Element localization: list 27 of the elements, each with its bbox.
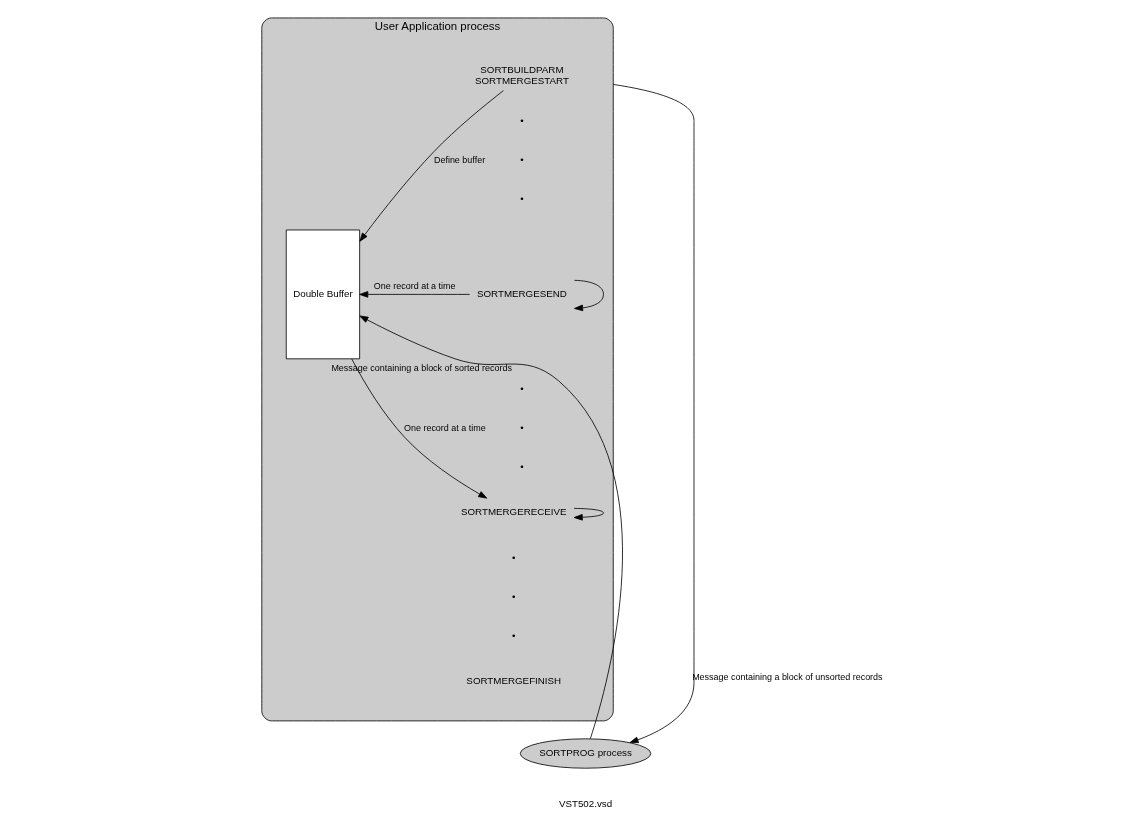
node-text: SORTMERGESEND	[476, 287, 567, 299]
edge-label: Define buffer	[433, 154, 486, 165]
arrow	[573, 507, 604, 521]
arrow	[612, 84, 695, 744]
label: •	[520, 192, 524, 204]
edge-label: Message containing a block of unsorted records	[692, 671, 883, 682]
node-text: SORTMERGERECEIVE	[460, 506, 567, 518]
label: •	[520, 114, 524, 126]
edge-label: Message containing a block of sorted records	[331, 363, 512, 374]
edge-label: One record at a time	[403, 422, 486, 433]
node-text: SORTMERGEFINISH	[466, 675, 562, 687]
arrow	[351, 358, 488, 499]
label: •	[520, 382, 524, 394]
label: VST502.vsd	[558, 798, 613, 810]
label: •	[512, 630, 516, 642]
label: •	[512, 590, 516, 602]
edge-label: One record at a time	[373, 281, 456, 292]
label: •	[512, 551, 516, 563]
node-text: SORTBUILDPARM SORTMERGESTART	[474, 64, 569, 86]
label: •	[520, 461, 524, 473]
label: •	[520, 422, 524, 434]
arrow	[359, 291, 471, 298]
label: •	[520, 153, 524, 165]
arrow	[574, 279, 604, 312]
node-box: Double Buffer	[285, 229, 361, 360]
arrow	[359, 315, 623, 739]
arrow	[359, 90, 504, 242]
